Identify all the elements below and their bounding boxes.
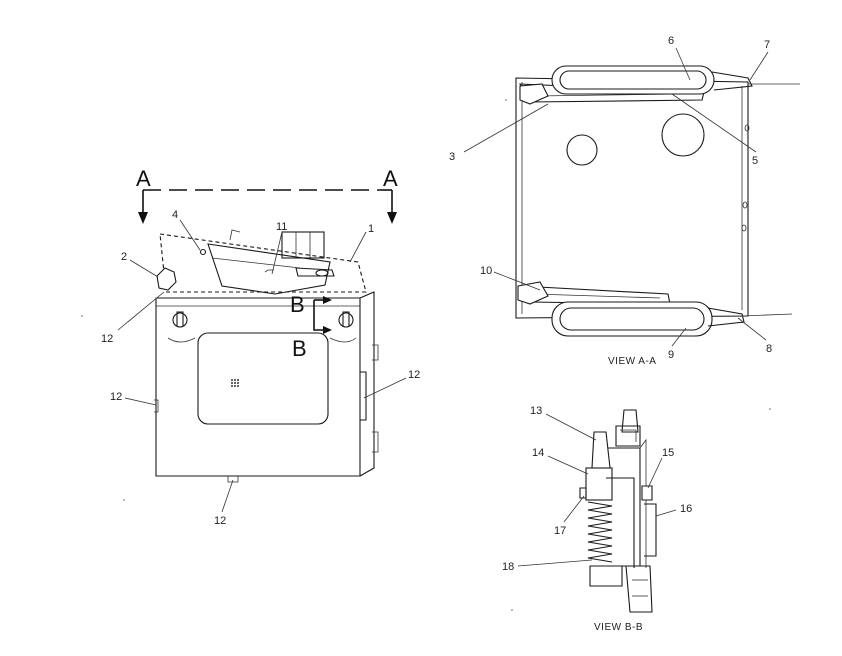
callout-10: 10 [480,265,492,277]
main-box-body [154,291,379,483]
callout-18: 18 [502,561,514,573]
section-mark-a-right: A [383,166,398,191]
view-b-title: VIEW B-B [594,622,643,633]
callout-17: 17 [554,525,566,537]
callout-11: 11 [276,221,287,233]
callout-5: 5 [752,155,758,167]
callout-3: 3 [449,151,455,163]
callout-12-a: 12 [101,333,113,345]
callout-12-d: 12 [214,515,226,527]
callout-8: 8 [766,343,772,355]
callout-7: 7 [764,39,770,51]
callout-6: 6 [668,35,674,47]
callout-9: 9 [668,349,674,361]
top-bracket [156,229,367,295]
callout-2: 2 [121,251,127,263]
window-grille [231,379,239,387]
view-a-callouts: 3 5 6 7 8 9 10 [449,35,772,361]
view-a-title: VIEW A-A [608,356,656,367]
callout-4: 4 [172,209,178,221]
view-b-b: 13 14 15 16 17 18 VIEW B-B [502,405,692,633]
scan-specks [81,99,771,611]
section-mark-b-top: B [290,292,305,317]
view-b-callouts: 13 14 15 16 17 18 [502,405,692,573]
section-mark-a-left: A [136,166,151,191]
main-leaders [117,219,407,513]
main-view: A A [101,166,420,527]
section-line-a: A A [136,166,398,224]
spring [587,501,613,563]
callout-16: 16 [680,503,692,515]
callout-1: 1 [368,223,374,235]
view-a-leaders [463,47,769,347]
callout-15: 15 [662,447,674,459]
callout-13: 13 [530,405,542,417]
main-callouts: 1 2 4 11 12 12 12 12 [101,209,420,527]
section-line-b: B B [290,292,332,361]
callout-14: 14 [532,447,544,459]
view-a-a: 3 5 6 7 8 9 10 VIEW A-A [449,35,800,367]
callout-12-c: 12 [408,369,420,381]
callout-12-b: 12 [110,391,122,403]
section-mark-b-bottom: B [292,336,307,361]
view-b-leaders [517,413,677,567]
